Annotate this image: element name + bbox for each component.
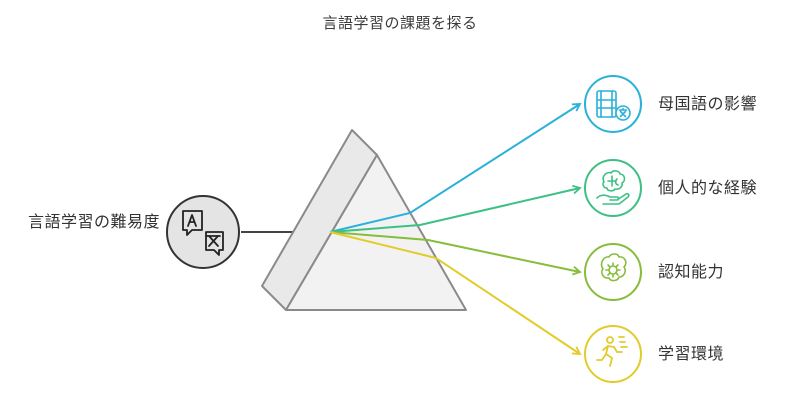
- beam-green: [329, 231, 582, 276]
- beam-blue: [329, 103, 582, 233]
- source-node: [166, 195, 240, 269]
- output-label-3: 認知能力: [658, 262, 725, 281]
- beam-yellow: [329, 231, 582, 356]
- output-node-3: [584, 243, 642, 301]
- output-node-4: [584, 325, 642, 383]
- source-label: 言語学習の難易度: [27, 212, 160, 231]
- output-label-4: 学習環境: [658, 344, 725, 363]
- brain-hand-icon: [596, 170, 630, 205]
- output-label-1: 母国語の影響: [658, 94, 758, 113]
- output-node-2: [584, 159, 642, 217]
- prism: [261, 129, 467, 311]
- film-translate-icon: [596, 90, 631, 121]
- beam-teal: [329, 184, 582, 233]
- output-label-2: 個人的な経験: [658, 178, 758, 197]
- translate-icon: [182, 210, 224, 256]
- brain-gear-icon: [600, 253, 627, 282]
- output-node-1: [584, 75, 642, 133]
- diagram-title: 言語学習の課題を探る: [322, 14, 478, 32]
- running-person-icon: [596, 336, 628, 367]
